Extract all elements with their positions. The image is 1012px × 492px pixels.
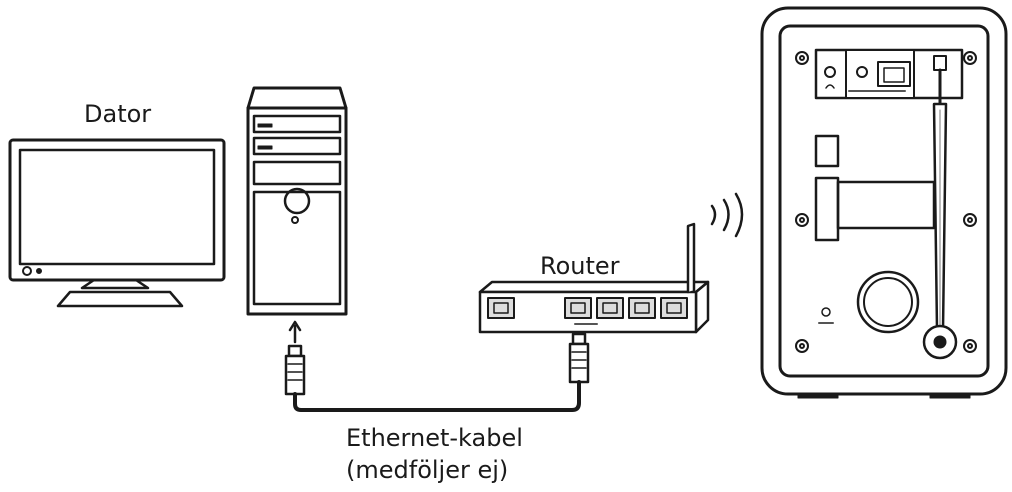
- panel-markings: [574, 90, 906, 325]
- cable-note-label: (medföljer ej): [346, 456, 509, 484]
- pc-tower-icon: [246, 86, 348, 316]
- cable-label: Ethernet-kabel: [346, 424, 523, 452]
- router-icon: [478, 192, 744, 334]
- router-label: Router: [540, 252, 620, 280]
- radio-back-icon: [760, 6, 1008, 399]
- monitor-icon: [8, 138, 226, 308]
- ethernet-cable: [284, 312, 590, 412]
- computer-label: Dator: [84, 100, 152, 128]
